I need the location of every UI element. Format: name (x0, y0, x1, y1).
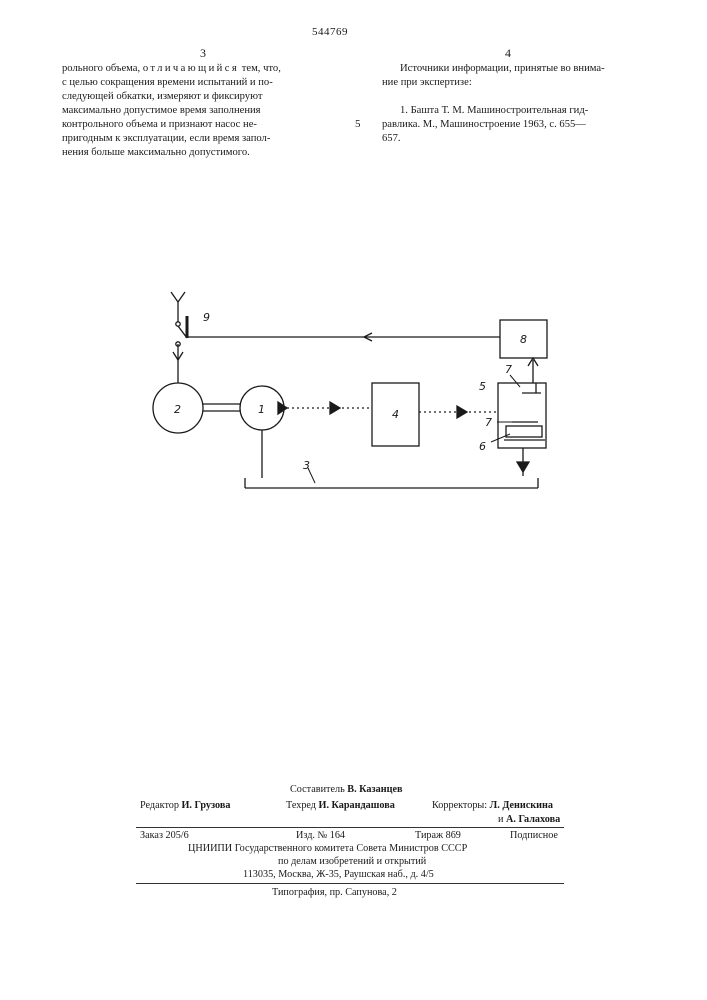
pump-outlet-triangle (278, 402, 287, 414)
imprint-divider-top (136, 827, 564, 828)
leader-7a (510, 375, 520, 387)
flow-arrow-2 (457, 406, 467, 418)
upper-contact-point (176, 322, 180, 326)
label-motor-2: 2 (174, 403, 181, 416)
techred-row: Техред И. Карандашова (286, 800, 395, 811)
label-block-8: 8 (520, 333, 527, 346)
org-line-1: ЦНИИПИ Государственного комитета Совета … (188, 843, 467, 854)
editor-row: Редактор И. Грузова (140, 800, 230, 811)
techred-name: И. Карандашова (319, 800, 395, 811)
edition-number: Изд. № 164 (296, 830, 345, 841)
corrector-2-row: и А. Галахова (498, 814, 560, 825)
label-contact-7b: 7 (485, 416, 492, 429)
org-line-3: 113035, Москва, Ж-35, Раушская наб., д. … (243, 869, 434, 880)
label-pump-1: 1 (258, 403, 265, 416)
editor-name: И. Грузова (182, 800, 231, 811)
circulation: Тираж 869 (415, 830, 461, 841)
label-contact-7a: 7 (505, 363, 512, 376)
editor-label: Редактор (140, 800, 179, 811)
label-element-6: 6 (479, 440, 486, 453)
compiler-name: В. Казанцев (347, 784, 402, 795)
label-block-4: 4 (392, 408, 399, 421)
leader-6 (491, 434, 510, 442)
label-tank-5: 5 (479, 380, 486, 393)
correctors-row: Корректоры: Л. Денискина (432, 800, 553, 811)
corrector-2-prefix: и (498, 814, 503, 825)
compiler-label: Составитель (290, 784, 345, 795)
flow-arrow-1 (330, 402, 340, 414)
subscription: Подписное (510, 830, 558, 841)
order-number: Заказ 205/6 (140, 830, 189, 841)
org-line-2: по делам изобретений и открытий (278, 856, 426, 867)
label-return-3: 3 (303, 459, 310, 472)
imprint-divider-bottom (136, 883, 564, 884)
corrector-2: А. Галахова (506, 814, 560, 825)
label-switch-9: 9 (203, 311, 210, 324)
techred-label: Техред (286, 800, 316, 811)
compiler-row: Составитель В. Казанцев (290, 784, 402, 795)
corrector-1: Л. Денискина (490, 800, 553, 811)
printer-line: Типография, пр. Сапунова, 2 (272, 887, 397, 898)
correctors-label: Корректоры: (432, 800, 487, 811)
float-6 (506, 426, 542, 437)
upper-terminal-symbol (171, 292, 185, 302)
drain-arrow (517, 462, 529, 472)
